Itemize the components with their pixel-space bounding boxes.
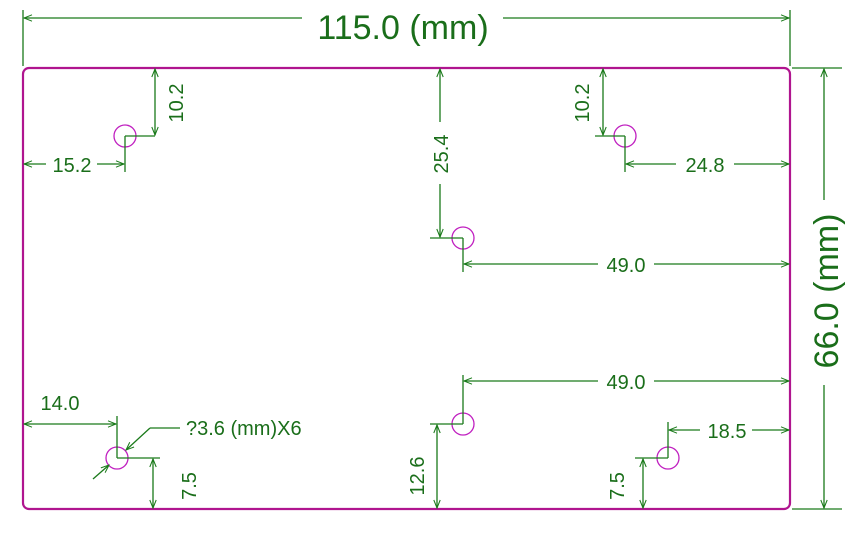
dim-top-left-horizontal: 15.2: [24, 136, 126, 177]
dim-lower-right-horizontal: 49.0: [462, 372, 789, 424]
dim-lower-right-horizontal-label: 49.0: [607, 372, 646, 394]
overall-width-dimension: 115.0 (mm): [22, 9, 791, 66]
dim-bottom-right-vertical: 7.5: [607, 457, 668, 508]
dim-bottom-right-vertical-label: 7.5: [607, 472, 629, 500]
dim-top-left-vertical: 10.2: [125, 69, 188, 137]
dim-bottom-left-vertical-label: 7.5: [179, 472, 201, 500]
dim-top-right-horizontal-label: 24.8: [686, 155, 725, 177]
dim-mid-right-horizontal: 49.0: [462, 238, 789, 277]
hole-callout-label: ?3.6 (mm)X6: [186, 418, 302, 440]
overall-height-label: 66.0 (mm): [808, 214, 846, 369]
dim-bottom-left-horizontal-label: 14.0: [41, 393, 80, 415]
dim-top-left-vertical-label: 10.2: [166, 84, 188, 123]
dim-bottom-left-vertical: 7.5: [117, 457, 201, 508]
dim-top-right-vertical: 10.2: [572, 69, 625, 137]
dim-top-left-horizontal-label: 15.2: [53, 155, 92, 177]
dim-top-right-vertical-label: 10.2: [572, 84, 594, 123]
overall-width-label: 115.0 (mm): [317, 9, 488, 47]
dim-bottom-right-horizontal: 18.5: [667, 421, 789, 458]
dim-bottom-left-horizontal: 14.0: [24, 393, 118, 458]
dim-top-right-horizontal: 24.8: [624, 136, 789, 177]
dim-center-top-vertical: 25.4: [426, 69, 463, 239]
dim-mid-right-horizontal-label: 49.0: [607, 255, 646, 277]
dim-bottom-center-vertical-label: 12.6: [407, 457, 429, 496]
dim-center-top-vertical-label: 25.4: [431, 135, 453, 174]
overall-height-dimension: 66.0 (mm): [792, 67, 846, 510]
hole-callout: ?3.6 (mm)X6: [92, 418, 302, 480]
board-outline: [21, 66, 792, 511]
dim-bottom-center-vertical: 12.6: [407, 423, 463, 508]
dim-bottom-right-horizontal-label: 18.5: [708, 421, 747, 443]
